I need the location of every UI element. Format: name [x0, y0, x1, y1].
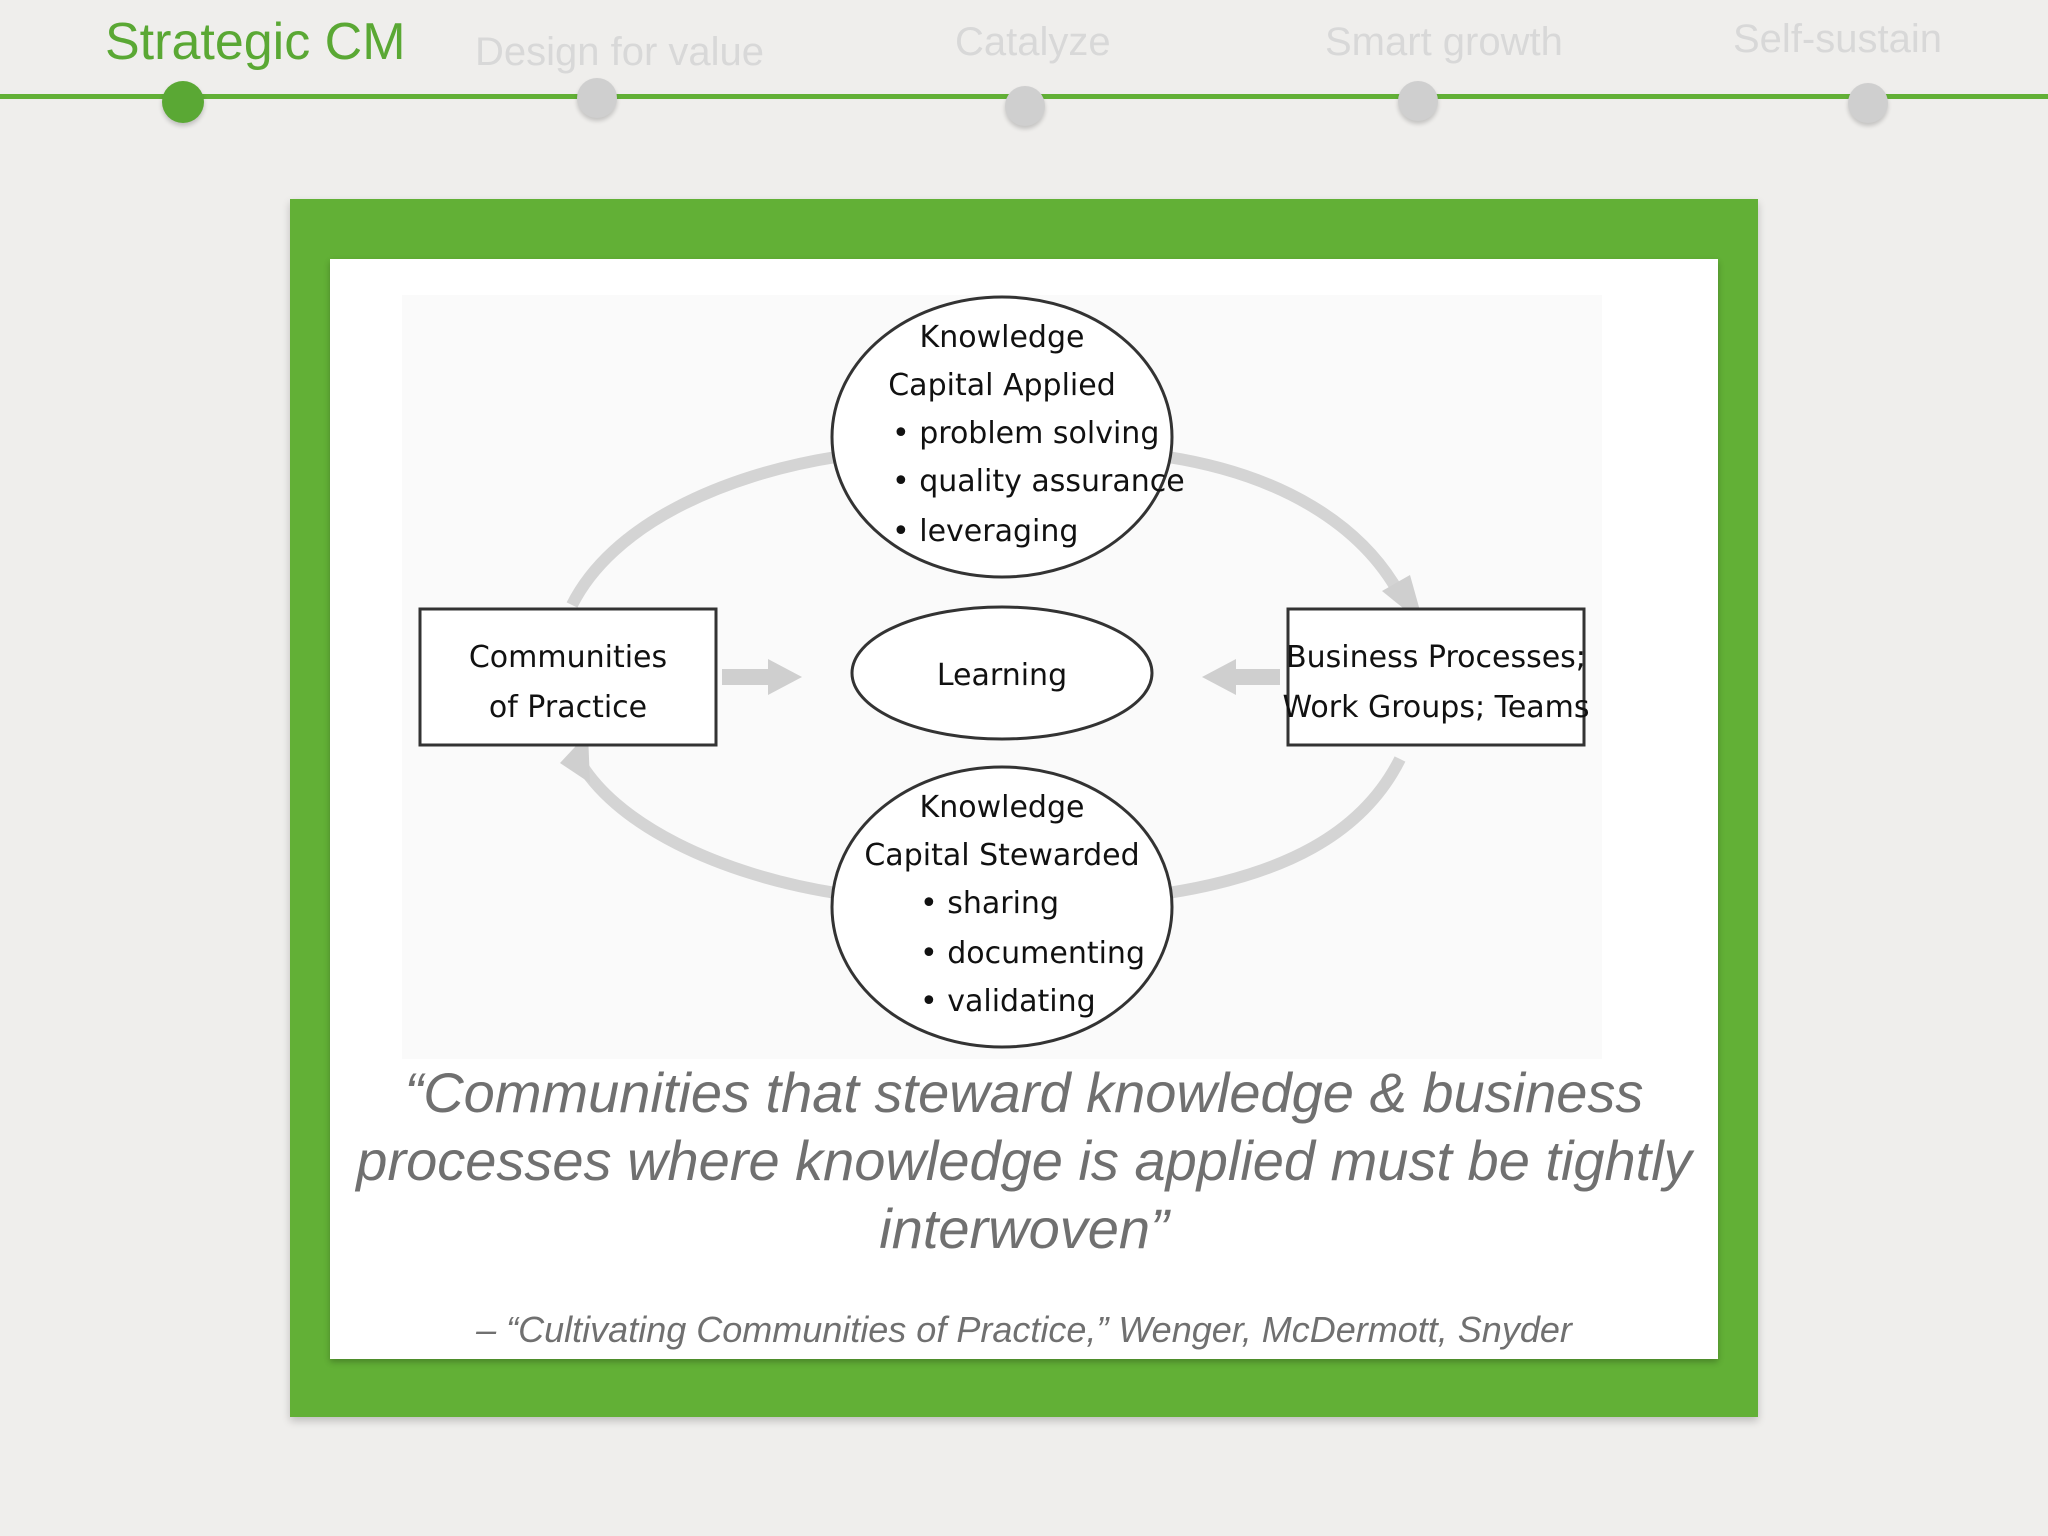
center-node-ellipse — [850, 605, 1154, 741]
cycle-arc-upper-left — [566, 451, 837, 608]
step-label-smart-growth[interactable]: Smart growth — [1325, 20, 1563, 64]
diagram-panel: Knowledge Capital Applied • problem solv… — [402, 295, 1602, 1059]
step-dot-smart-growth[interactable] — [1398, 81, 1438, 121]
bottom-node-line-5: • validating — [920, 984, 1096, 1019]
arrow-left-head — [768, 659, 802, 695]
bottom-node-line-2: Capital Stewarded — [864, 838, 1139, 873]
step-dot-self-sustain[interactable] — [1848, 83, 1888, 123]
step-label-self-sustain[interactable]: Self-sustain — [1733, 17, 1942, 61]
left-node-line-1: Communities — [469, 640, 667, 675]
bottom-node-line-1: Knowledge — [920, 790, 1085, 825]
step-dot-strategic-cm[interactable] — [162, 81, 204, 123]
cycle-arc-lower-right — [1167, 756, 1406, 899]
top-node-ellipse — [830, 295, 1174, 579]
step-dot-design-for-value[interactable] — [577, 78, 617, 118]
quote-line-3: interwoven” — [879, 1197, 1169, 1260]
top-node-line-4: • quality assurance — [892, 464, 1185, 499]
bottom-node-line-3: • sharing — [920, 886, 1059, 921]
center-node-label: Learning — [937, 658, 1067, 693]
quote-attribution: – “Cultivating Communities of Practice,”… — [476, 1309, 1572, 1350]
right-node-line-2: Work Groups; Teams — [1282, 690, 1589, 725]
cycle-arc-upper-right — [1167, 451, 1406, 598]
bottom-node-ellipse — [830, 765, 1174, 1049]
left-node-box — [418, 607, 718, 747]
arrow-right-head — [1202, 659, 1236, 695]
step-label-strategic-cm[interactable]: Strategic CM — [105, 13, 406, 71]
quote-line-2: processes where knowledge is applied mus… — [356, 1129, 1692, 1192]
top-node-line-2: Capital Applied — [888, 368, 1116, 403]
step-label-catalyze[interactable]: Catalyze — [955, 20, 1111, 64]
knowledge-cycle-diagram: Knowledge Capital Applied • problem solv… — [418, 295, 1590, 1049]
top-node-line-1: Knowledge — [920, 320, 1085, 355]
left-node-line-2: of Practice — [489, 690, 647, 725]
quote-line-1: “Communities that steward knowledge & bu… — [404, 1061, 1644, 1124]
quote-text: “Communities that steward knowledge & bu… — [330, 1059, 1718, 1263]
content-card: Knowledge Capital Applied • problem solv… — [330, 259, 1718, 1359]
top-node-line-5: • leveraging — [892, 514, 1078, 549]
bottom-node-line-4: • documenting — [920, 936, 1145, 971]
progress-timeline: Strategic CM Design for value Catalyze S… — [0, 0, 2048, 140]
step-label-design-for-value[interactable]: Design for value — [475, 30, 765, 74]
right-node-box — [1286, 607, 1586, 747]
right-node-line-1: Business Processes; — [1286, 640, 1586, 675]
top-node-line-3: • problem solving — [892, 416, 1159, 451]
step-dot-catalyze[interactable] — [1005, 86, 1045, 126]
cycle-arc-lower-left — [570, 752, 837, 899]
